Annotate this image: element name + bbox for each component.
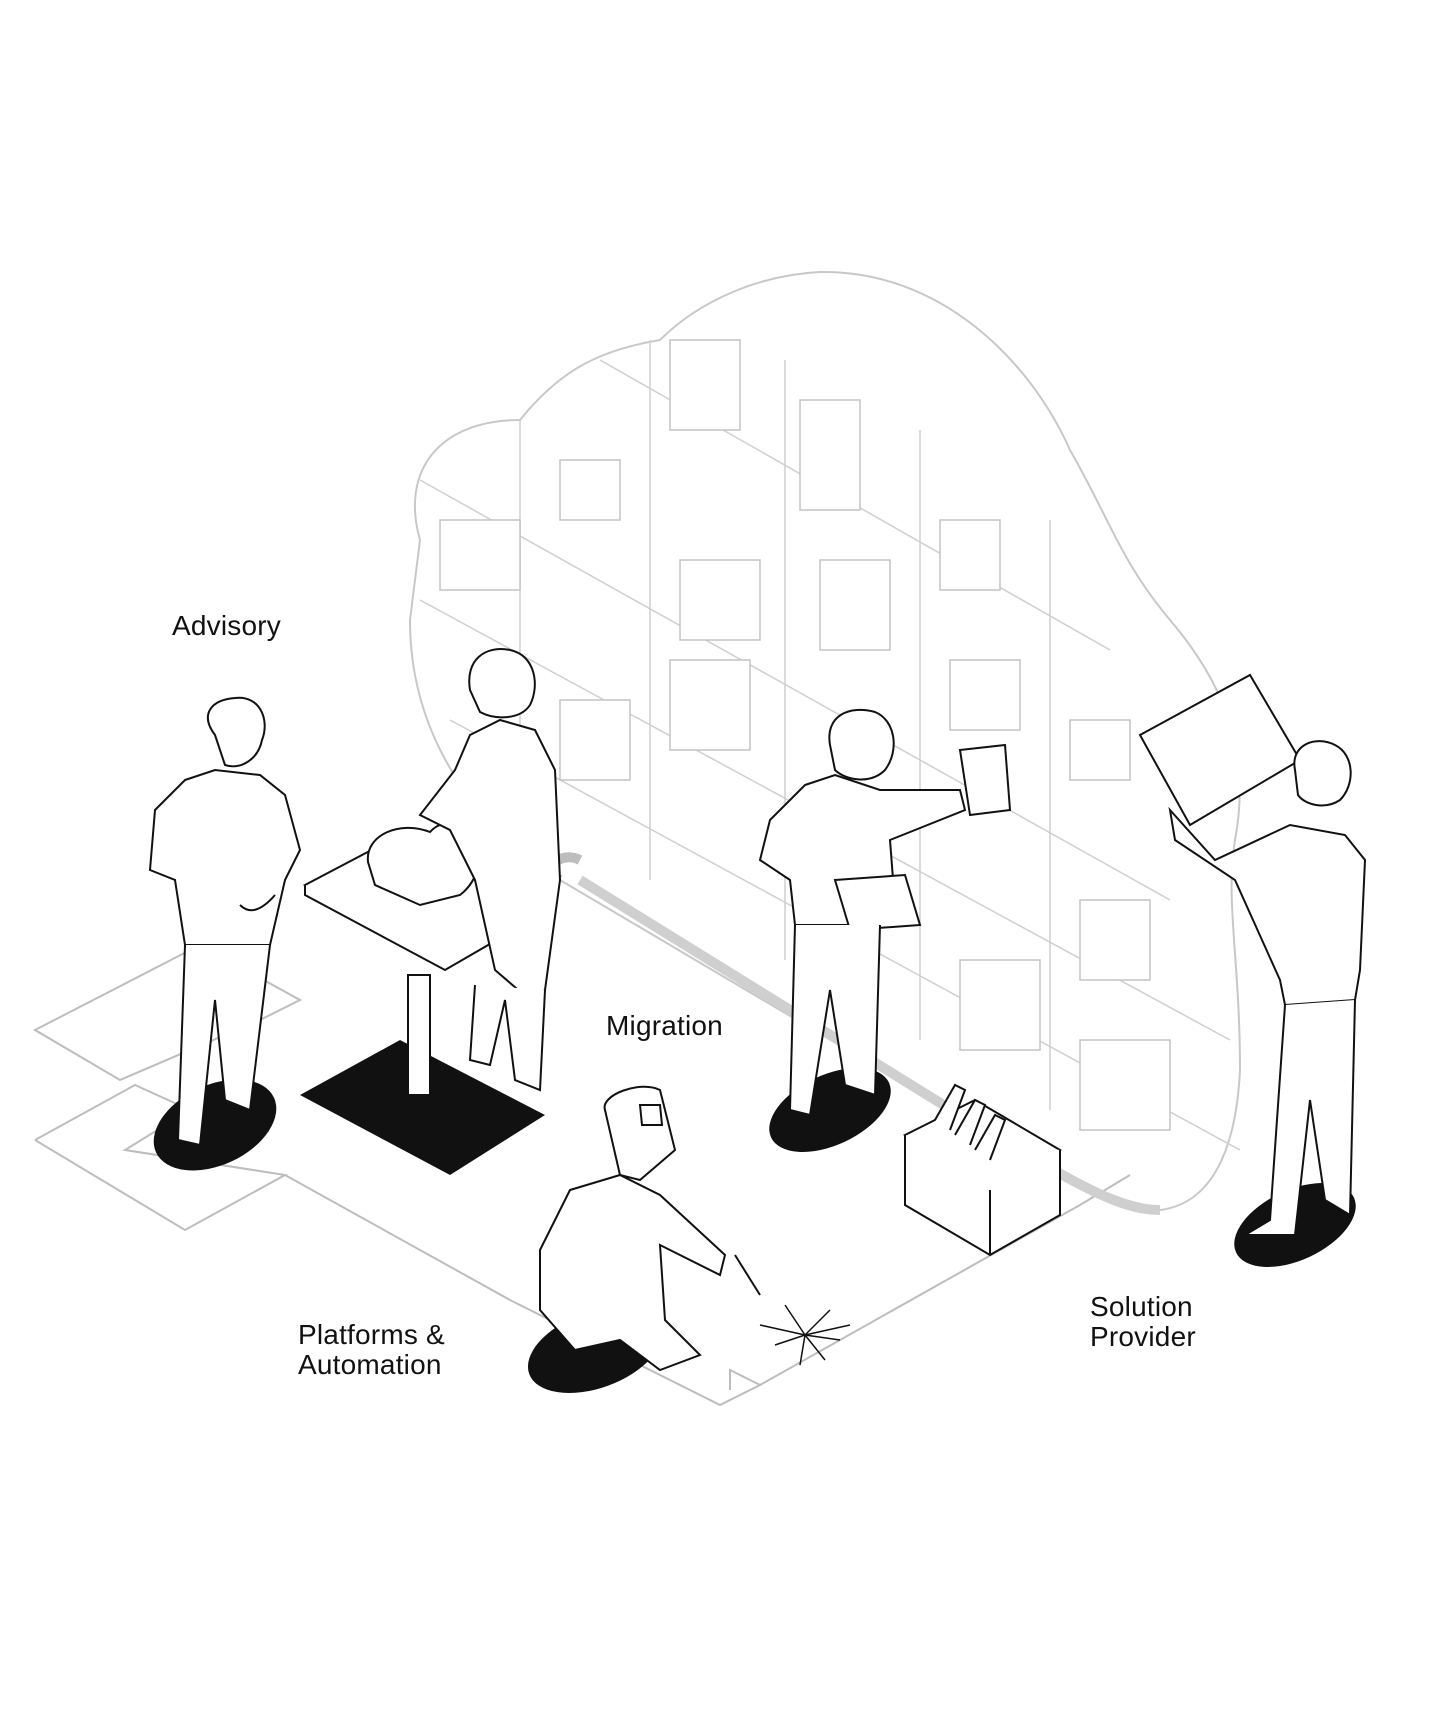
- file-box: [902, 1083, 1062, 1257]
- label-platforms-automation: Platforms & Automation: [298, 1320, 445, 1380]
- label-platforms-line2: Automation: [298, 1349, 442, 1380]
- floor-outline: [32, 943, 1131, 1407]
- provider-figure: [1138, 673, 1367, 1236]
- label-solution-provider: Solution Provider: [1090, 1292, 1196, 1352]
- label-advisory-text: Advisory: [172, 610, 281, 641]
- books: [439, 339, 1171, 1131]
- sculptor-figure: [418, 648, 562, 1092]
- advisor-figure: [148, 696, 302, 1147]
- welding-sparks: [759, 1304, 851, 1366]
- label-solution-line1: Solution: [1090, 1291, 1193, 1322]
- label-migration: Migration: [606, 1011, 723, 1041]
- label-migration-text: Migration: [606, 1010, 723, 1041]
- label-solution-line2: Provider: [1090, 1321, 1196, 1352]
- label-platforms-line1: Platforms &: [298, 1319, 445, 1350]
- migrator-figure: [758, 708, 1012, 1117]
- sculpting-table: [302, 822, 543, 1096]
- label-advisory: Advisory: [172, 611, 281, 641]
- cloud-shelf: [408, 270, 1242, 1215]
- welder-figure: [539, 1085, 761, 1372]
